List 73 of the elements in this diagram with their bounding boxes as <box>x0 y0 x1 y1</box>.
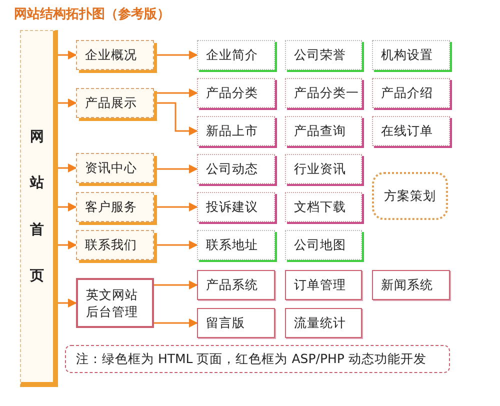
page-box <box>285 78 362 108</box>
arrow <box>154 202 198 212</box>
node-label: 投诉建议 <box>206 198 258 216</box>
node-label: 新闻系统 <box>381 276 433 294</box>
node-label: 企业概况 <box>85 46 137 64</box>
page-box <box>372 78 450 108</box>
arrow <box>154 88 198 98</box>
node-label: 网站首页 <box>30 128 44 286</box>
arrow <box>154 240 198 250</box>
section-box <box>76 192 154 222</box>
page-box <box>285 116 362 146</box>
node-label: 产品分类一 <box>294 84 359 102</box>
page-box <box>197 308 275 338</box>
page-box <box>197 116 275 146</box>
page-box <box>285 308 362 338</box>
page-box <box>372 116 450 146</box>
page-box <box>285 40 362 70</box>
node-label: 公司动态 <box>206 160 258 178</box>
note-box <box>65 345 450 373</box>
page-box <box>372 270 450 300</box>
node-label: 公司地图 <box>294 236 346 254</box>
page-box <box>285 154 362 184</box>
page-box <box>197 78 275 108</box>
page-box <box>197 270 275 300</box>
node-label: 联系地址 <box>206 236 258 254</box>
arrow <box>58 240 77 250</box>
page-box <box>197 154 275 184</box>
node-label: 产品系统 <box>206 276 258 294</box>
node-label: 机构设置 <box>381 46 433 64</box>
node-label: 产品介绍 <box>381 84 433 102</box>
arrow <box>154 50 198 60</box>
plan-box <box>372 172 448 220</box>
arrow <box>58 298 77 308</box>
section-box <box>76 88 154 118</box>
node-label: 行业资讯 <box>294 160 346 178</box>
page-box <box>285 270 362 300</box>
node-label: 产品展示 <box>85 94 137 112</box>
arrow <box>154 164 198 174</box>
page-box <box>197 192 275 222</box>
arrow <box>58 50 77 60</box>
arrow <box>154 102 198 136</box>
node-label: 产品分类 <box>206 84 258 102</box>
node-label: 产品查询 <box>294 122 346 140</box>
arrow <box>58 164 77 172</box>
node-label: 注：绿色框为 HTML 页面，红色框为 ASP/PHP 动态功能开发 <box>76 350 426 368</box>
node-label: 文档下载 <box>294 198 346 216</box>
node-label: 留言版 <box>206 314 245 332</box>
section-box <box>76 40 154 70</box>
section-box <box>76 278 154 328</box>
page-box <box>197 40 275 70</box>
node-label: 订单管理 <box>294 276 346 294</box>
node-label: 新品上市 <box>206 122 258 140</box>
arrow <box>154 318 198 328</box>
node-label: 资讯中心 <box>85 160 137 176</box>
node-label: 在线订单 <box>381 122 433 140</box>
page-box <box>285 192 362 222</box>
section-box <box>76 230 154 260</box>
node-label: 流量统计 <box>294 314 346 332</box>
section-box <box>76 153 154 183</box>
node-label: 公司荣誉 <box>294 46 346 64</box>
node-label: 英文网站后台管理 <box>86 286 138 320</box>
node-label: 联系我们 <box>85 236 137 254</box>
node-label: 方案策划 <box>384 187 436 205</box>
page-box <box>197 230 275 260</box>
page-box <box>285 230 362 260</box>
arrow <box>58 98 77 108</box>
node-label: 企业简介 <box>206 46 258 64</box>
node-label: 客户服务 <box>85 198 137 216</box>
page-box <box>372 40 450 70</box>
arrow <box>58 202 77 212</box>
arrow <box>154 280 198 290</box>
home-column-box <box>20 30 58 387</box>
diagram-title: 网站结构拓扑图（参考版） <box>14 6 170 23</box>
